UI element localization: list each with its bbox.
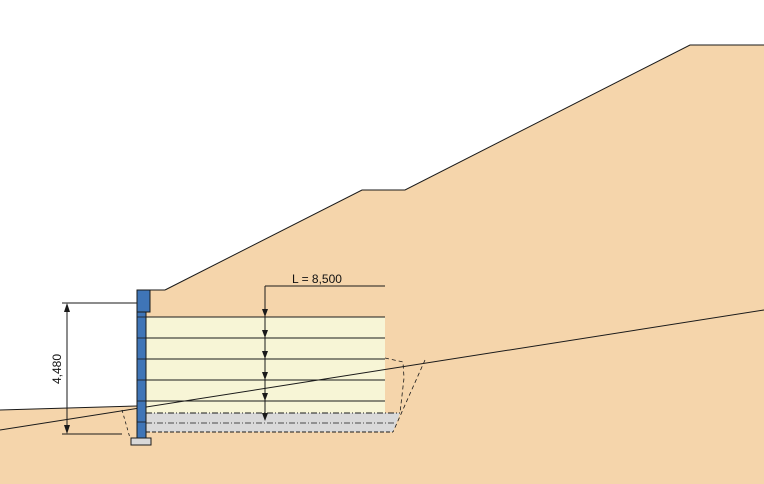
length-arrow-1 [262, 309, 268, 317]
wall-coping-cap [136, 289, 151, 313]
ground-surface-line [164, 44, 764, 291]
height-arrow-top [64, 303, 70, 312]
excavation-boundary-left [121, 409, 131, 439]
leveling-pad [130, 437, 152, 446]
length-arrow-4 [262, 372, 268, 380]
length-arrow-2 [262, 330, 268, 338]
excavation-boundary-right [384, 357, 405, 414]
length-dimension-label: L = 8,500 [292, 272, 342, 286]
length-arrow-6 [262, 413, 268, 421]
length-arrow-5 [262, 393, 268, 401]
length-arrow-3 [262, 351, 268, 359]
base-layer [146, 413, 400, 432]
geological-boundary-line [0, 309, 764, 431]
height-arrow-bottom [64, 425, 70, 434]
excavation-slope-right [392, 359, 426, 433]
height-dimension-label: 4,480 [50, 354, 64, 384]
left-ground-line [0, 405, 138, 411]
